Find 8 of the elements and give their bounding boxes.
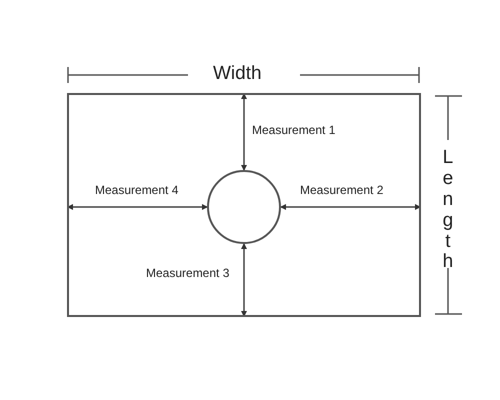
rectangle-outline xyxy=(67,93,421,317)
measurement-arrow xyxy=(67,204,208,210)
dimension-label: Width xyxy=(213,62,262,86)
measurement-arrow xyxy=(280,204,421,210)
measurement-arrow xyxy=(241,93,247,171)
dimension-label: Length xyxy=(442,148,454,274)
measurement-arrow xyxy=(241,243,247,317)
circle-outline xyxy=(207,170,281,244)
